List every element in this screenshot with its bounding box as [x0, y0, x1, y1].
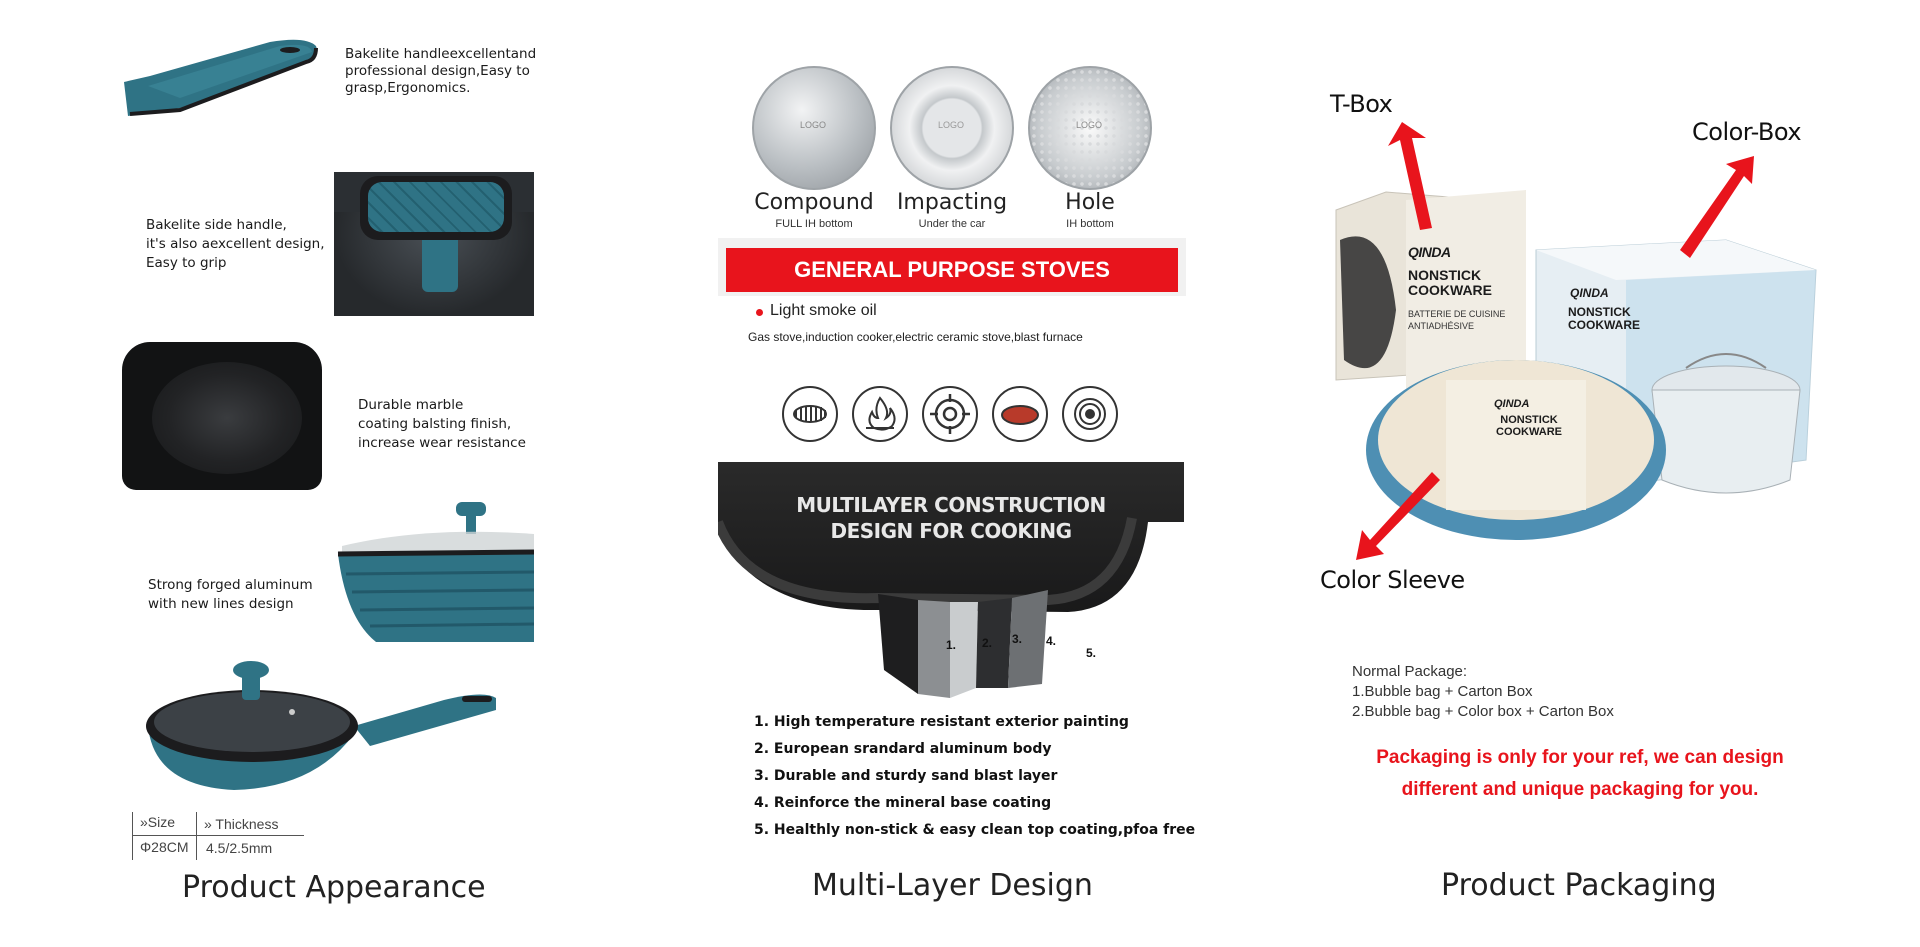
- stoves-text: Gas stove,induction cooker,electric cera…: [748, 330, 1083, 344]
- packaging-arrows: [1356, 122, 1754, 560]
- gas-burner-icon: [922, 386, 978, 442]
- body-line-2: with new lines design: [148, 596, 294, 612]
- construction-title: MULTILAYER CONSTRUCTION DESIGN FOR COOKI…: [718, 492, 1184, 544]
- bakelite-handle-image: [124, 39, 318, 116]
- spec-table: »Size » Thickness Φ28CM 4.5/2.5mm: [132, 812, 312, 860]
- side-handle-line-1: Bakelite side handle,: [146, 217, 287, 233]
- tbox-title-line-2: COOKWARE: [1408, 282, 1492, 298]
- layer-item-5: 5. Healthly non-stick & easy clean top c…: [754, 822, 1196, 838]
- side-handle-description: Bakelite side handle, it's also aexcelle…: [146, 216, 325, 273]
- colorbox-title: NONSTICK COOKWARE: [1568, 306, 1640, 332]
- impacting-disc-logo: LOGO: [938, 120, 965, 130]
- spec-thickness-header: » Thickness: [204, 816, 279, 832]
- layer-number-2: 2.: [982, 636, 993, 650]
- sleeve-title-line-1: NONSTICK: [1500, 414, 1558, 426]
- coating-line-1: Durable marble: [358, 397, 464, 413]
- side-handle-line-2: it's also aexcellent design,: [146, 236, 325, 252]
- ceramic-plate-icon: [992, 386, 1048, 442]
- product-appearance-caption: Product Appearance: [182, 870, 486, 905]
- tbox-label: T-Box: [1330, 90, 1393, 118]
- hole-label: Hole: [1065, 190, 1115, 215]
- normal-package-item-2: 2.Bubble bag + Color box + Carton Box: [1352, 703, 1614, 720]
- color-sleeve-label: Color Sleeve: [1320, 566, 1465, 594]
- multilayer-design-caption: Multi-Layer Design: [812, 868, 1093, 903]
- impacting-disc-image: LOGO: [890, 66, 1014, 190]
- impacting-label: Impacting: [896, 190, 1008, 215]
- induction-coil-icon: [782, 386, 838, 442]
- tbox-fr-line-2: ANTIADHÉSIVE: [1408, 321, 1475, 331]
- packaging-image: [1335, 190, 1817, 540]
- layer-number-4: 4.: [1046, 634, 1057, 648]
- layer-item-3: 3. Durable and sturdy sand blast layer: [754, 768, 1058, 784]
- coating-line-2: coating balsting finish,: [358, 416, 512, 432]
- marble-coating-image: [122, 342, 322, 490]
- colorbox-brand: QINDA: [1570, 286, 1609, 300]
- compound-disc-logo: LOGO: [800, 120, 827, 130]
- full-pan-image: [146, 661, 496, 790]
- layer-number-5: 5.: [1086, 646, 1097, 660]
- layer-list: 1. High temperature resistant exterior p…: [754, 714, 1195, 849]
- sleeve-arrow-icon: [1356, 472, 1440, 560]
- light-smoke-oil-text: Light smoke oil: [770, 302, 877, 319]
- layer-number-1: 1.: [946, 638, 957, 652]
- packaging-note: Packaging is only for your ref, we can d…: [1340, 742, 1820, 806]
- tbox-brand: QINDA: [1408, 244, 1451, 260]
- side-handle-image: [334, 172, 534, 316]
- body-description: Strong forged aluminum with new lines de…: [148, 576, 313, 614]
- impacting-sub: Under the car: [918, 218, 986, 230]
- forged-body-image: [337, 502, 534, 642]
- hole-disc-logo: LOGO: [1076, 120, 1103, 130]
- normal-package-title: Normal Package:: [1352, 663, 1468, 680]
- spec-thickness-value: 4.5/2.5mm: [206, 840, 273, 856]
- coating-description: Durable marble coating balsting finish, …: [358, 396, 526, 453]
- tbox-fr-text: BATTERIE DE CUISINE ANTIADHÉSIVE: [1408, 308, 1505, 332]
- hole-sub: IH bottom: [1066, 218, 1114, 230]
- layer-item-2: 2. European srandard aluminum body: [754, 741, 1052, 757]
- side-handle-line-3: Easy to grip: [146, 255, 227, 271]
- hole-disc-image: LOGO: [1028, 66, 1152, 190]
- layer-number-3: 3.: [1012, 632, 1023, 646]
- normal-package-text: Normal Package: 1.Bubble bag + Carton Bo…: [1352, 662, 1614, 722]
- construction-title-line-1: MULTILAYER CONSTRUCTION: [796, 493, 1106, 517]
- packaging-note-line-2: different and unique packaging for you.: [1401, 779, 1759, 800]
- multilayer-construction-image: MULTILAYER CONSTRUCTION DESIGN FOR COOKI…: [718, 462, 1184, 702]
- general-purpose-stoves-banner: GENERAL PURPOSE STOVES: [726, 248, 1178, 292]
- tbox-arrow-icon: [1388, 122, 1432, 230]
- compound-label: Compound: [754, 190, 874, 215]
- bullet-dot: [756, 309, 763, 316]
- sleeve-title: NONSTICK COOKWARE: [1496, 414, 1562, 438]
- compound-disc-image: LOGO: [752, 66, 876, 190]
- construction-title-line-2: DESIGN FOR COOKING: [830, 519, 1072, 543]
- tbox-fr-line-1: BATTERIE DE CUISINE: [1408, 309, 1506, 319]
- hotplate-icon: [1062, 386, 1118, 442]
- colorbox-title-line-2: COOKWARE: [1568, 318, 1640, 332]
- tbox-title-line-1: NONSTICK: [1408, 267, 1482, 283]
- sleeve-title-line-2: COOKWARE: [1496, 426, 1562, 438]
- product-packaging-caption: Product Packaging: [1441, 868, 1717, 903]
- normal-package-item-1: 1.Bubble bag + Carton Box: [1352, 683, 1533, 700]
- handle-description: Bakelite handleexcellentand professional…: [345, 46, 537, 96]
- colorbox-label: Color-Box: [1692, 118, 1802, 146]
- gas-flame-icon: [852, 386, 908, 442]
- spec-size-value: Φ28CM: [140, 839, 189, 855]
- colorbox-arrow-icon: [1680, 156, 1754, 258]
- body-line-1: Strong forged aluminum: [148, 577, 313, 593]
- layer-item-4: 4. Reinforce the mineral base coating: [754, 795, 1052, 811]
- coating-line-3: increase wear resistance: [358, 435, 526, 451]
- colorbox-title-line-1: NONSTICK: [1568, 305, 1631, 319]
- spec-size-header: »Size: [140, 814, 176, 830]
- layer-item-1: 1. High temperature resistant exterior p…: [754, 714, 1129, 730]
- compound-sub: FULL IH bottom: [775, 218, 853, 230]
- sleeve-brand: QINDA: [1494, 398, 1530, 410]
- tbox-title: NONSTICK COOKWARE: [1408, 268, 1492, 298]
- packaging-note-line-1: Packaging is only for your ref, we can d…: [1376, 747, 1784, 768]
